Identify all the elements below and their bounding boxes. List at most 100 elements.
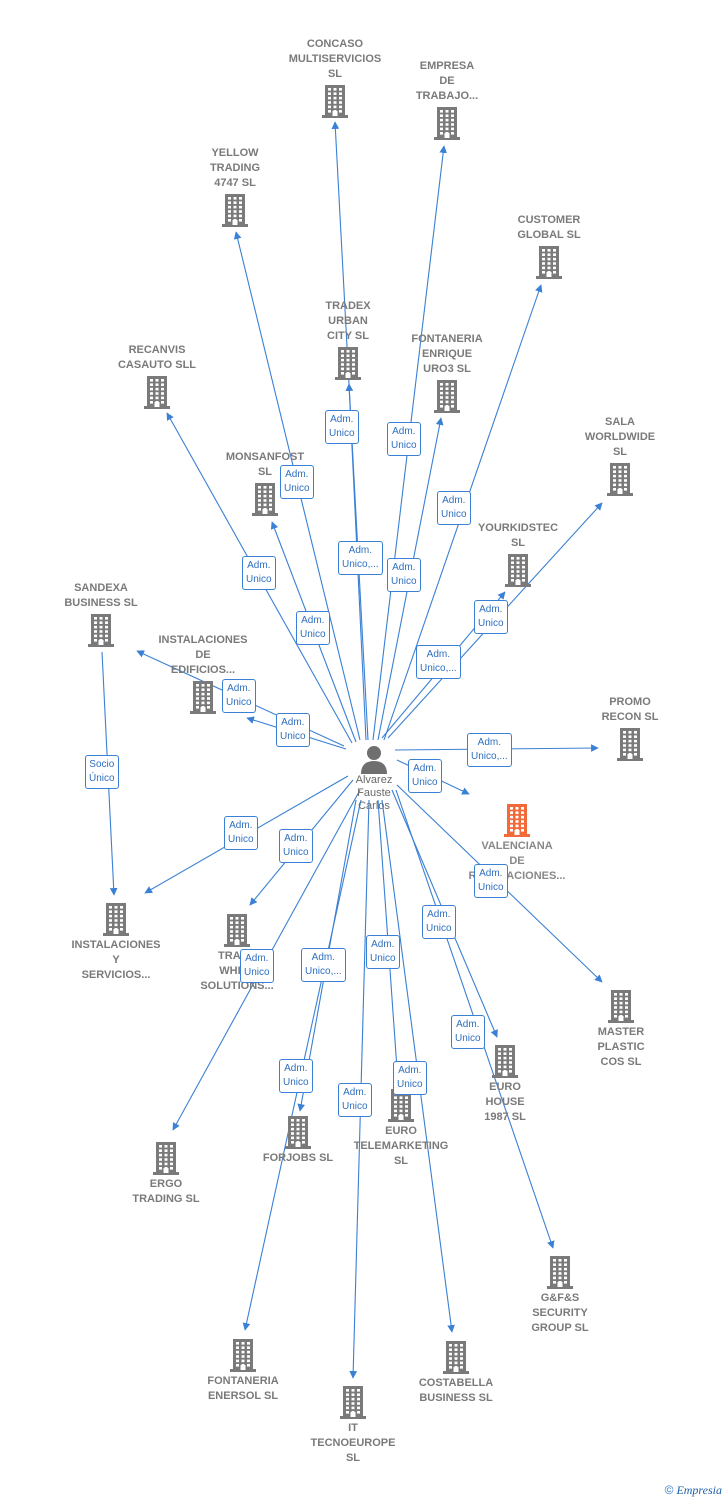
role-badge-customer[interactable]: Adm. Unico xyxy=(437,491,471,525)
company-node-tradex[interactable]: TRADEX URBAN CITY SL xyxy=(283,299,413,380)
role-badge-promo[interactable]: Adm. Unico,... xyxy=(467,733,512,767)
company-node-gfs[interactable]: G&F&S SECURITY GROUP SL xyxy=(495,1255,625,1336)
company-node-master[interactable]: MASTER PLASTIC COS SL xyxy=(556,989,686,1070)
company-label: G&F&S SECURITY GROUP SL xyxy=(531,1292,589,1334)
role-badge-tradex[interactable]: Adm. Unico,... xyxy=(338,541,383,575)
building-icon xyxy=(504,804,530,837)
role-badge-valenciana[interactable]: Adm. Unico xyxy=(408,759,442,793)
company-node-fontaneria-enr[interactable]: FONTANERIA ENRIQUE URO3 SL xyxy=(382,332,512,413)
building-icon xyxy=(434,107,460,140)
role-badge-sala[interactable]: Adm. Unico xyxy=(474,600,508,634)
company-node-promo[interactable]: PROMO RECON SL xyxy=(565,695,695,761)
role-badge-instalaciones-sv[interactable]: Adm. Unico xyxy=(224,816,258,850)
role-badge-yellow[interactable]: Adm. Unico xyxy=(280,465,314,499)
company-label: FORJOBS SL xyxy=(262,1152,334,1164)
role-badge-recanvis[interactable]: Adm. Unico xyxy=(242,556,276,590)
company-node-forjobs[interactable]: FORJOBS SL xyxy=(233,1115,363,1166)
company-node-sala[interactable]: SALA WORLDWIDE SL xyxy=(555,415,685,496)
company-label: EURO HOUSE 1987 SL xyxy=(484,1081,526,1123)
building-icon xyxy=(88,614,114,647)
company-label: YELLOW TRADING 4747 SL xyxy=(209,147,261,189)
company-label: SANDEXA BUSINESS SL xyxy=(64,582,138,609)
role-badge-gfs[interactable]: Adm. Unico xyxy=(451,1015,485,1049)
company-node-it[interactable]: IT TECNOEUROPE SL xyxy=(288,1385,418,1466)
company-label: EURO TELEMARKETING SL xyxy=(353,1125,449,1167)
building-icon xyxy=(335,347,361,380)
building-icon xyxy=(505,554,531,587)
company-label: FONTANERIA ENERSOL SL xyxy=(207,1375,279,1402)
role-badge-ergo[interactable]: Adm. Unico xyxy=(240,949,274,983)
role-badge-fontaneria-ene[interactable]: Adm. Unico xyxy=(279,1059,313,1093)
role-badge-eurotele[interactable]: Adm. Unico xyxy=(366,935,400,969)
building-icon xyxy=(492,1045,518,1078)
center-person-label: Alvarez Fauste Carlos xyxy=(355,774,393,812)
role-badge-instalaciones-ed[interactable]: Adm. Unico xyxy=(276,713,310,747)
building-icon xyxy=(190,681,216,714)
building-icon xyxy=(285,1116,311,1149)
company-label: TRADEX URBAN CITY SL xyxy=(325,300,371,342)
building-icon xyxy=(617,728,643,761)
role-badge-yourkidstec[interactable]: Adm. Unico,... xyxy=(416,645,461,679)
role-badge-eurohouse[interactable]: Adm. Unico xyxy=(422,905,456,939)
company-label: INSTALACIONES Y SERVICIOS... xyxy=(71,939,161,981)
building-icon xyxy=(607,463,633,496)
building-icon xyxy=(252,483,278,516)
company-label: MASTER PLASTIC COS SL xyxy=(597,1026,645,1068)
building-icon xyxy=(443,1341,469,1374)
company-label: PROMO RECON SL xyxy=(601,696,659,723)
role-badge-trade-white[interactable]: Adm. Unico xyxy=(279,829,313,863)
company-node-fontaneria-ene[interactable]: FONTANERIA ENERSOL SL xyxy=(178,1338,308,1404)
company-label: ERGO TRADING SL xyxy=(132,1178,200,1205)
company-node-ergo[interactable]: ERGO TRADING SL xyxy=(101,1141,231,1207)
building-icon xyxy=(153,1142,179,1175)
company-node-recanvis[interactable]: RECANVIS CASAUTO SLL xyxy=(92,343,222,409)
building-icon xyxy=(230,1339,256,1372)
company-label: CONCASO MULTISERVICIOS SL xyxy=(288,38,382,80)
company-node-empresa[interactable]: EMPRESA DE TRABAJO... xyxy=(382,59,512,140)
role-badge-socio-unico[interactable]: Socio Único xyxy=(85,755,119,789)
role-badge-sandexa[interactable]: Adm. Unico xyxy=(222,679,256,713)
company-node-costabella[interactable]: COSTABELLA BUSINESS SL xyxy=(391,1340,521,1406)
company-label: YOURKIDSTEC SL xyxy=(477,522,559,549)
role-badge-master[interactable]: Adm. Unico xyxy=(474,864,508,898)
brand-name: Empresia xyxy=(676,1483,722,1497)
company-node-yellow[interactable]: YELLOW TRADING 4747 SL xyxy=(170,146,300,227)
building-icon xyxy=(536,246,562,279)
company-node-sandexa[interactable]: SANDEXA BUSINESS SL xyxy=(36,581,166,647)
role-badge-empresa[interactable]: Adm. Unico xyxy=(387,422,421,456)
building-icon xyxy=(547,1256,573,1289)
role-badge-forjobs[interactable]: Adm. Unico,... xyxy=(301,948,346,982)
company-label: TRADE WHITE SOLUTIONS... xyxy=(200,950,274,992)
building-icon xyxy=(103,903,129,936)
role-badge-it[interactable]: Adm. Unico xyxy=(338,1083,372,1117)
company-node-monsanfost[interactable]: MONSANFOST SL xyxy=(200,450,330,516)
company-node-concaso[interactable]: CONCASO MULTISERVICIOS SL xyxy=(270,37,400,118)
role-badge-fontaneria-enr[interactable]: Adm. Unico xyxy=(387,558,421,592)
building-icon xyxy=(322,85,348,118)
building-icon xyxy=(144,376,170,409)
copyright-symbol: © xyxy=(664,1483,674,1497)
company-node-instalaciones-ed[interactable]: INSTALACIONES DE EDIFICIOS... xyxy=(138,633,268,714)
company-label: FONTANERIA ENRIQUE URO3 SL xyxy=(411,333,483,375)
company-node-instalaciones-sv[interactable]: INSTALACIONES Y SERVICIOS... xyxy=(51,902,181,983)
role-badge-costabella[interactable]: Adm. Unico xyxy=(393,1061,427,1095)
company-label: SALA WORLDWIDE SL xyxy=(584,416,656,458)
center-person-node[interactable]: Alvarez Fauste Carlos xyxy=(344,744,404,813)
role-badge-monsanfost[interactable]: Adm. Unico xyxy=(296,611,330,645)
building-icon xyxy=(608,990,634,1023)
company-label: COSTABELLA BUSINESS SL xyxy=(418,1377,494,1404)
company-node-customer[interactable]: CUSTOMER GLOBAL SL xyxy=(484,213,614,279)
company-node-trade-white[interactable]: TRADE WHITE SOLUTIONS... xyxy=(172,913,302,994)
building-icon xyxy=(224,914,250,947)
building-icon xyxy=(340,1386,366,1419)
company-label: INSTALACIONES DE EDIFICIOS... xyxy=(158,634,248,676)
company-node-eurohouse[interactable]: EURO HOUSE 1987 SL xyxy=(440,1044,570,1125)
company-label: MONSANFOST SL xyxy=(225,451,305,478)
company-label: IT TECNOEUROPE SL xyxy=(310,1422,396,1464)
role-badge-concaso[interactable]: Adm. Unico xyxy=(325,410,359,444)
company-node-eurotele[interactable]: EURO TELEMARKETING SL xyxy=(336,1088,466,1169)
company-node-valenciana[interactable]: VALENCIANA DE REPARACIONES... xyxy=(452,803,582,884)
company-node-yourkidstec[interactable]: YOURKIDSTEC SL xyxy=(453,521,583,587)
brand-footer[interactable]: ©Empresia xyxy=(665,1483,722,1498)
